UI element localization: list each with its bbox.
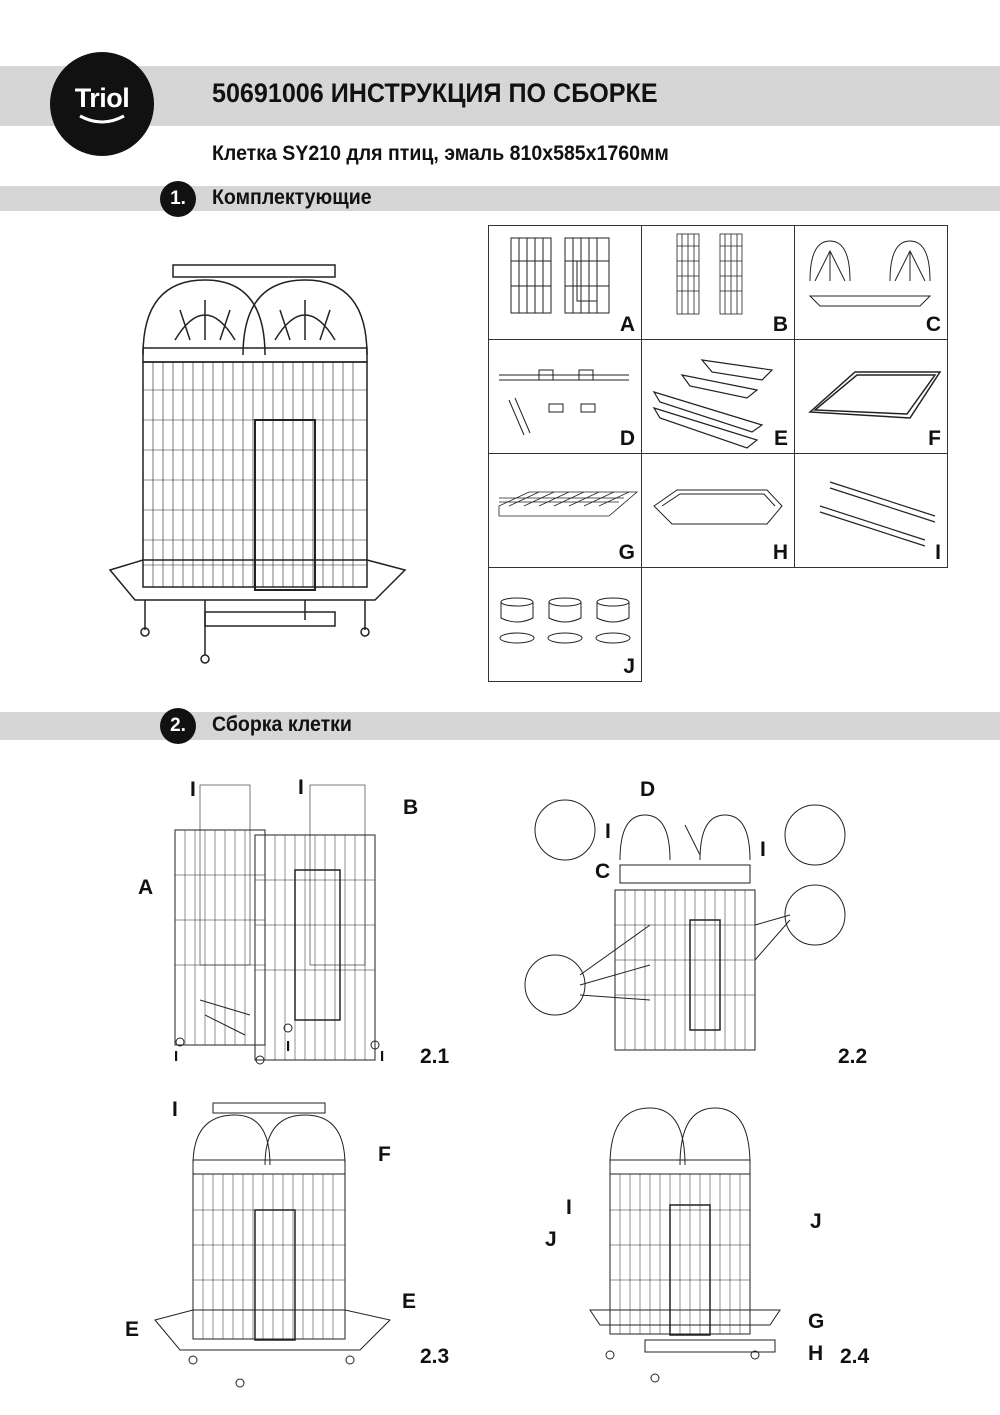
callout-i: I bbox=[605, 820, 611, 843]
brand-logo: Triol bbox=[50, 52, 154, 156]
part-label-f: F bbox=[928, 427, 941, 450]
part-label-d: D bbox=[619, 427, 635, 450]
callout-i: I bbox=[380, 1048, 385, 1065]
part-cell-c: C bbox=[794, 225, 948, 340]
product-subtitle: Клетка SY210 для птиц, эмаль 810x585x176… bbox=[212, 142, 669, 165]
part-label-i: I bbox=[935, 541, 941, 564]
step-number: 2.1 bbox=[420, 1045, 450, 1068]
step-2-3-illustration bbox=[154, 1102, 391, 1388]
callout-i: I bbox=[174, 1048, 179, 1065]
section-1-title: Комплектующие bbox=[212, 186, 372, 209]
part-label-j: J bbox=[623, 655, 635, 678]
part-label-e: E bbox=[773, 427, 788, 450]
step-number: 2.3 bbox=[420, 1345, 450, 1368]
callout-i: I bbox=[760, 838, 766, 861]
part-cell-i: I bbox=[794, 453, 948, 568]
callout-f: F bbox=[378, 1143, 391, 1166]
part-label-b: B bbox=[772, 313, 788, 336]
part-cell-j: J bbox=[488, 567, 642, 682]
step-2-2-illustration bbox=[524, 799, 846, 1051]
part-cell-a: A bbox=[488, 225, 642, 340]
part-label-c: C bbox=[925, 313, 941, 336]
section-2-band bbox=[0, 712, 1000, 740]
part-label-g: G bbox=[618, 541, 635, 564]
part-cell-d: D bbox=[488, 339, 642, 454]
section-1-band bbox=[0, 186, 1000, 211]
callout-e: E bbox=[125, 1318, 140, 1341]
step-2-1-illustration bbox=[174, 784, 380, 1065]
logo-smile-icon bbox=[79, 114, 125, 123]
section-1-number: 1. bbox=[160, 181, 196, 217]
callout-i: I bbox=[172, 1098, 178, 1121]
assembled-cage-illustration bbox=[108, 264, 407, 664]
part-cell-f: F bbox=[794, 339, 948, 454]
section-2-number: 2. bbox=[160, 708, 196, 744]
callout-i: I bbox=[566, 1196, 572, 1219]
callout-j: J bbox=[545, 1228, 557, 1251]
step-2-4-illustration bbox=[589, 1107, 781, 1383]
step-number: 2.4 bbox=[840, 1345, 870, 1368]
step-number: 2.2 bbox=[838, 1045, 868, 1068]
callout-c: C bbox=[595, 860, 611, 883]
header-band bbox=[0, 66, 1000, 126]
logo-text: Triol bbox=[74, 82, 130, 113]
part-cell-g: G bbox=[488, 453, 642, 568]
callout-h: H bbox=[808, 1342, 824, 1365]
document-title: 50691006 ИНСТРУКЦИЯ ПО СБОРКЕ bbox=[212, 78, 658, 108]
part-label-h: H bbox=[772, 541, 788, 564]
callout-b: B bbox=[403, 796, 419, 819]
callout-j: J bbox=[810, 1210, 822, 1233]
part-cell-e: E bbox=[641, 339, 795, 454]
part-cell-h: H bbox=[641, 453, 795, 568]
callout-i: I bbox=[286, 1038, 291, 1055]
section-2-title: Сборка клетки bbox=[212, 713, 352, 736]
part-cell-b: B bbox=[641, 225, 795, 340]
callout-i: I bbox=[298, 776, 304, 799]
callout-a: A bbox=[138, 876, 154, 899]
callout-e: E bbox=[402, 1290, 417, 1313]
callout-g: G bbox=[808, 1310, 825, 1333]
callout-i: I bbox=[190, 778, 196, 801]
part-label-a: A bbox=[619, 313, 635, 336]
callout-d: D bbox=[640, 778, 656, 801]
